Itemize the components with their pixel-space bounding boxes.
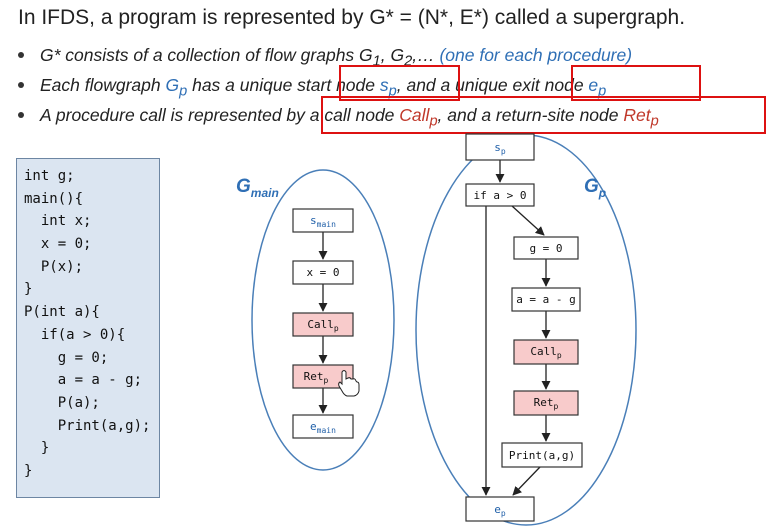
code-line: } bbox=[24, 440, 50, 457]
gmain-label: Gmain bbox=[236, 176, 279, 200]
code-line: Print(a,g); bbox=[24, 417, 151, 434]
highlight-call-return bbox=[321, 96, 766, 134]
node-s-main: smain bbox=[292, 208, 354, 233]
code-line: P(x); bbox=[24, 258, 84, 275]
highlight-exit-node bbox=[571, 65, 701, 101]
svg-text:g = 0: g = 0 bbox=[529, 242, 562, 255]
code-line: P(int a){ bbox=[24, 304, 100, 321]
svg-text:a = a - g: a = a - g bbox=[516, 293, 576, 306]
edge-print-ep bbox=[512, 466, 541, 496]
node-ret-p-main: Retp bbox=[292, 364, 354, 389]
node-x0: x = 0 bbox=[292, 260, 354, 285]
svg-text:Print(a,g): Print(a,g) bbox=[509, 449, 575, 462]
svg-text:Retp: Retp bbox=[534, 396, 559, 411]
svg-text:smain: smain bbox=[310, 214, 336, 229]
bullet-item-flowgraphs: G* consists of a collection of flow grap… bbox=[14, 40, 659, 70]
code-line: int x; bbox=[24, 213, 92, 230]
node-e-p: ep bbox=[465, 496, 535, 522]
code-line: main(){ bbox=[24, 190, 84, 207]
code-line: x = 0; bbox=[24, 236, 92, 253]
node-s-p: sp bbox=[465, 133, 535, 161]
per-procedure-note: (one for each procedure) bbox=[439, 45, 633, 65]
node-call-p: Callp bbox=[513, 339, 579, 365]
svg-text:Callp: Callp bbox=[307, 318, 339, 333]
slide-title: In IFDS, a program is represented by G* … bbox=[18, 6, 686, 29]
code-line: int g; bbox=[24, 168, 75, 184]
highlight-start-node bbox=[339, 65, 460, 101]
code-line: } bbox=[24, 462, 33, 479]
node-g0: g = 0 bbox=[513, 236, 579, 260]
bullet-item-start-exit: Each flowgraph Gp has a unique start nod… bbox=[14, 70, 659, 100]
code-line: P(a); bbox=[24, 394, 100, 411]
edge-ifa-g0 bbox=[511, 205, 545, 236]
node-if-a: if a > 0 bbox=[465, 183, 535, 207]
svg-text:Retp: Retp bbox=[304, 370, 329, 385]
bullet-dot bbox=[18, 52, 24, 58]
bullet-dot bbox=[18, 112, 24, 118]
svg-text:emain: emain bbox=[310, 420, 336, 435]
gmain-ellipse bbox=[251, 169, 395, 471]
code-line: if(a > 0){ bbox=[24, 326, 126, 343]
node-a-a-g: a = a - g bbox=[511, 287, 581, 312]
node-print: Print(a,g) bbox=[501, 442, 583, 468]
svg-text:x = 0: x = 0 bbox=[306, 266, 339, 279]
svg-text:Callp: Callp bbox=[530, 345, 562, 360]
code-line: g = 0; bbox=[24, 349, 109, 366]
node-call-p-main: Callp bbox=[292, 312, 354, 337]
code-line: a = a - g; bbox=[24, 372, 143, 389]
bullet-list: G* consists of a collection of flow grap… bbox=[14, 40, 659, 130]
svg-text:sp: sp bbox=[494, 141, 506, 156]
bullet-item-call-ret: A procedure call is represented by a cal… bbox=[14, 100, 659, 130]
svg-text:if a > 0: if a > 0 bbox=[474, 189, 527, 202]
svg-text:ep: ep bbox=[494, 503, 506, 518]
code-line: } bbox=[24, 281, 33, 298]
node-e-main: emain bbox=[292, 414, 354, 439]
p-edges bbox=[481, 160, 551, 496]
source-code-panel: int g; main(){ int x; x = 0; P(x); } P(i… bbox=[16, 158, 160, 498]
hand-pointer-icon bbox=[338, 370, 360, 397]
gp-label: Gp bbox=[584, 176, 606, 200]
bullet-dot bbox=[18, 82, 24, 88]
node-ret-p: Retp bbox=[513, 390, 579, 416]
